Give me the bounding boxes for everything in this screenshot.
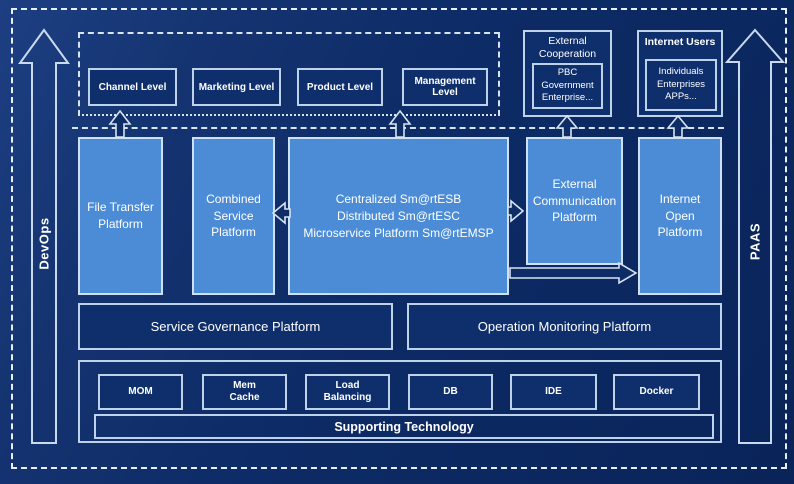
tech-box-load-balancing: Load Balancing [305,374,390,410]
product-level-label: Product Level [306,81,374,93]
file-transfer-platform-box: File Transfer Platform [78,137,163,295]
tech-box-mom: MOM [98,374,183,410]
channel-level-box: Channel Level [88,68,177,106]
supporting-technology-label: Supporting Technology [334,419,474,434]
internet-users-title: Internet Users [644,36,716,48]
product-level-box: Product Level [297,68,383,106]
paas-rail-label: PAAS [748,192,763,292]
supporting-technology-container [78,360,722,443]
tech-label-mom: MOM [128,385,153,397]
devops-label-text: DevOps [36,217,52,270]
external-cooperation-box: External Cooperation PBC Government Ente… [523,30,612,117]
operation-monitoring-platform-box: Operation Monitoring Platform [407,303,722,350]
tech-box-docker: Docker [613,374,700,410]
tech-label-db: DB [443,385,458,397]
level-zone [78,32,500,116]
tech-box-mem-cache: Mem Cache [202,374,287,410]
tech-label-mem-cache: Mem Cache [229,379,260,404]
internet-users-members-label: Individuals Enterprises APPs... [656,66,706,103]
outer-dashed-frame [11,8,787,469]
marketing-level-box: Marketing Level [192,68,281,106]
tech-label-docker: Docker [639,385,674,397]
external-communication-platform-box: External Communication Platform [526,137,623,265]
file-transfer-platform-label: File Transfer Platform [87,200,154,231]
operation-monitoring-platform-label: Operation Monitoring Platform [477,319,652,334]
combined-service-platform-label: Combined Service Platform [206,191,261,240]
tech-box-db: DB [408,374,493,410]
service-governance-platform-label: Service Governance Platform [150,319,321,334]
internet-open-platform-box: Internet Open Platform [638,137,722,295]
central-esb-platform-box: Centralized Sm@rtESB Distributed Sm@rtES… [288,137,509,295]
tech-label-load-balancing: Load Balancing [323,379,372,404]
internet-users-members-box: Individuals Enterprises APPs... [645,59,717,111]
marketing-level-label: Marketing Level [198,81,275,93]
external-cooperation-title: External Cooperation [538,35,597,60]
dashed-separator [72,127,724,129]
external-communication-platform-label: External Communication Platform [532,176,617,225]
management-level-label: Management Level [414,76,476,98]
tech-box-ide: IDE [510,374,597,410]
management-level-box: Management Level [402,68,488,106]
channel-level-label: Channel Level [98,81,167,93]
paas-label-text: PAAS [747,222,763,261]
combined-service-platform-box: Combined Service Platform [192,137,275,295]
internet-open-platform-label: Internet Open Platform [657,191,703,240]
internet-users-box: Internet Users Individuals Enterprises A… [637,30,723,117]
tech-label-ide: IDE [545,385,562,397]
service-governance-platform-box: Service Governance Platform [78,303,393,350]
supporting-technology-banner: Supporting Technology [94,414,714,439]
central-esb-platform-label: Centralized Sm@rtESB Distributed Sm@rtES… [303,192,494,240]
external-cooperation-members-box: PBC Government Enterprise... [532,63,603,109]
external-cooperation-members-label: PBC Government Enterprise... [541,67,594,104]
devops-rail-label: DevOps [37,194,52,294]
